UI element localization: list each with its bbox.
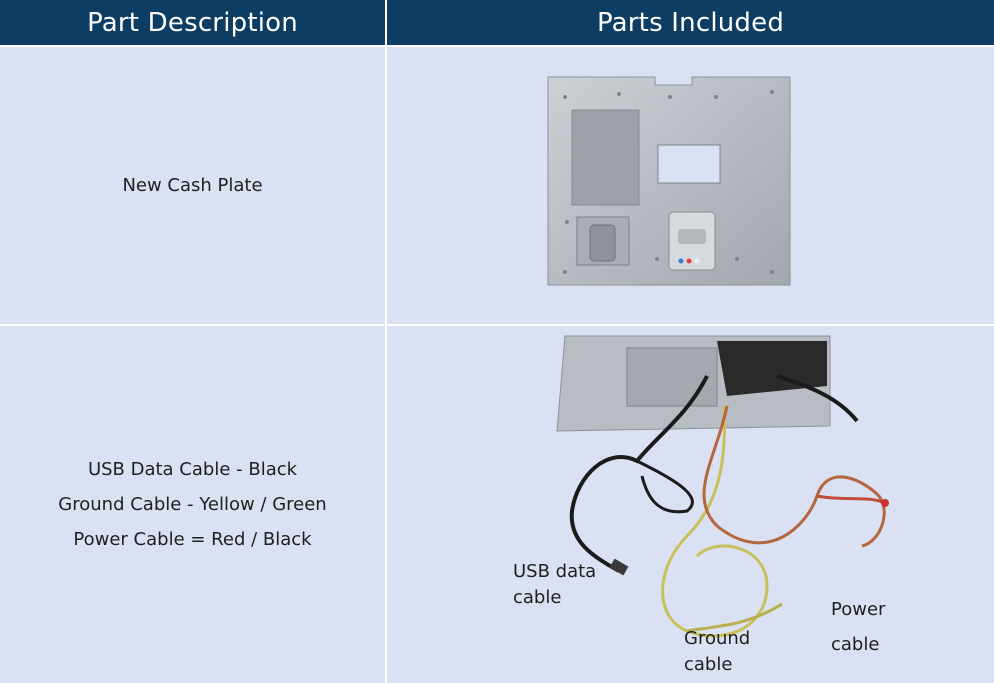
cables-illustration — [556, 335, 889, 638]
description-line-usb: USB Data Cable - Black — [87, 459, 298, 480]
callout-power-cable: Power cable — [831, 592, 885, 662]
cash-plate-photo — [387, 47, 994, 324]
description-line: New Cash Plate — [122, 175, 263, 196]
cables-photo: USB data cable Ground cable Power cable — [387, 326, 994, 683]
header-parts-included: Parts Included — [387, 0, 994, 45]
callout-ground-line1: Ground — [684, 628, 751, 649]
callout-power-line1: Power — [831, 599, 886, 620]
callout-ground-cable: Ground cable — [684, 626, 750, 678]
description-line-ground: Ground Cable - Yellow / Green — [58, 494, 327, 515]
row-cables-description: USB Data Cable - Black Ground Cable - Ye… — [0, 326, 385, 683]
callout-usb-line2: cable — [513, 587, 562, 608]
row-cash-plate-description: New Cash Plate — [0, 47, 385, 324]
callout-usb-line1: USB data — [513, 561, 597, 582]
description-line-power: Power Cable = Red / Black — [73, 529, 312, 550]
callout-power-line2: cable — [831, 634, 880, 655]
callout-ground-line2: cable — [684, 654, 733, 675]
header-part-description: Part Description — [0, 0, 385, 45]
row-cash-plate-image-cell — [387, 47, 994, 324]
row-cables-image-cell: USB data cable Ground cable Power cable — [387, 326, 994, 683]
cash-plate-illustration — [547, 76, 791, 286]
callout-usb-data-cable: USB data cable — [513, 559, 596, 611]
